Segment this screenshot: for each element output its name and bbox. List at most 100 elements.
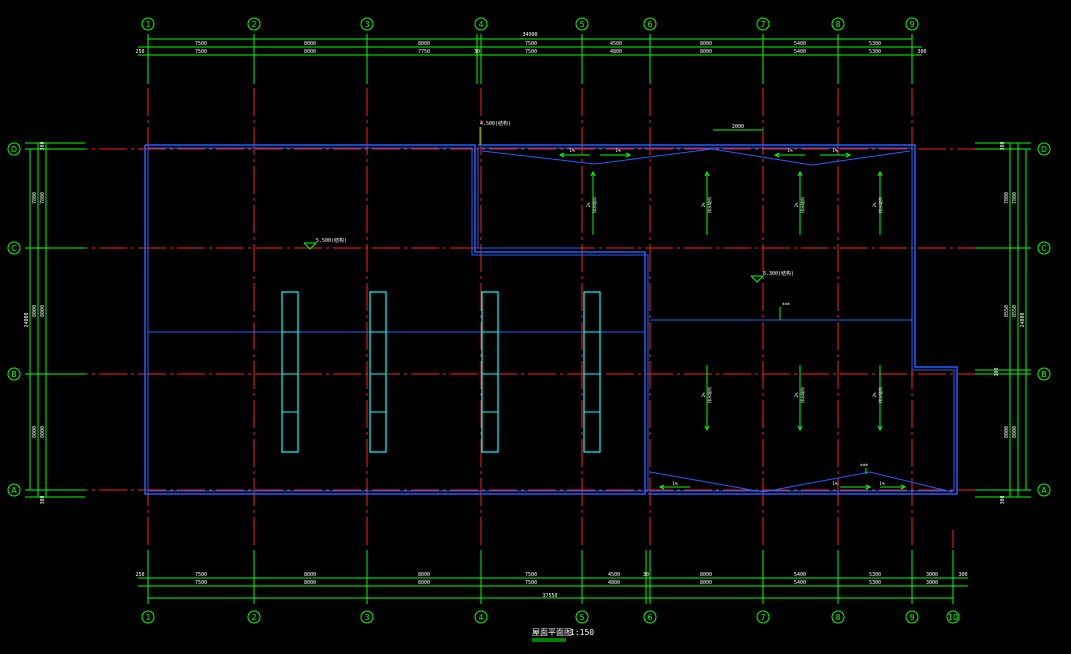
dim-top-r2-3: 7500 (525, 49, 537, 55)
slope-label-0: 1% (569, 148, 575, 154)
dim-right-end-top: 300 (1000, 141, 1006, 150)
dim-top-left-offset: 250 (135, 49, 144, 55)
bubble-top-7-circle (756, 17, 770, 31)
dim-bot-r2-7: 5300 (869, 580, 881, 586)
dim-right-r1-1: 8550 (1012, 305, 1018, 317)
bubble-top-1-circle (141, 17, 155, 31)
slope-v-label-0: 2% (586, 202, 591, 207)
bubble-left-A-label: A (11, 486, 17, 495)
bubble-bot-8-circle (831, 610, 845, 624)
roof-outline (144, 144, 958, 495)
dim-top-r1-5: 8000 (700, 41, 712, 47)
gutter-bottom (649, 471, 953, 493)
drain-label-4: 排水坡向 (706, 387, 712, 403)
bubble-left-A-circle (7, 483, 21, 497)
slope-label-6: 1% (879, 481, 885, 487)
bubble-right-C-label: C (1041, 244, 1047, 253)
dim-bot-left-offset: 250 (135, 572, 144, 578)
bubble-top-3-circle (360, 17, 374, 31)
slope-arrow-up-1-head (704, 170, 710, 177)
bubble-bot-3-circle (360, 610, 374, 624)
bubble-bot-1-circle (141, 610, 155, 624)
dim-left-end-top: 300 (40, 141, 46, 150)
bubble-bot-8-label: 8 (835, 613, 840, 622)
bubble-top-8-label: 8 (835, 20, 840, 29)
top-marker-label: 4.500(结构) (480, 120, 511, 127)
dim-left-r1-2: 8000 (32, 426, 38, 438)
bubble-bot-5-circle (575, 610, 589, 624)
outline-left-block (144, 144, 646, 495)
slope-arrow-up-3-head (877, 170, 883, 177)
bubble-top-6-circle (643, 17, 657, 31)
dim-top-r2-7: 5300 (869, 49, 881, 55)
dim-left-end-bot: 300 (40, 495, 46, 504)
slope-arrow-up-2-head (797, 170, 803, 177)
slope-label-1: 1% (615, 148, 621, 154)
bubble-top-5-circle (575, 17, 589, 31)
bottom-mark-label: ±±± (860, 463, 868, 468)
dim-bot-r2-2: 8000 (418, 580, 430, 586)
bubble-right-C-circle (1037, 241, 1051, 255)
drawing-title: 屋面平面图 (532, 628, 572, 637)
drain-label-0: 排水坡向 (591, 197, 597, 213)
bubble-left-D-circle (7, 142, 21, 156)
dim-right-r1-0: 7800 (1012, 192, 1018, 204)
dim-left-r2-0: 7800 (40, 192, 46, 204)
dim-bot-r1-3: 7500 (525, 572, 537, 578)
dim-bot-total: 37550 (542, 593, 557, 599)
slope-v-label-4: 2% (701, 392, 706, 397)
dim-bot-r2-5: 8000 (700, 580, 712, 586)
bubble-top-4-circle (474, 17, 488, 31)
dim-bot-r2-3: 7500 (525, 580, 537, 586)
dim-right-r2-0: 7800 (1004, 192, 1010, 204)
dim-top-r1-7: 5300 (869, 41, 881, 47)
bubble-bot-2-label: 2 (251, 613, 256, 622)
slope-marks (303, 127, 907, 490)
bubble-bot-10-circle (946, 610, 960, 624)
outline-right-block-inner (478, 147, 955, 492)
bubble-bot-4-circle (474, 610, 488, 624)
mid-mark-label: ±±± (782, 302, 790, 307)
bubble-top-3-label: 3 (364, 20, 369, 29)
drain-label-3: 排水坡向 (877, 197, 883, 213)
dim-top-r2-2: 7750 (418, 49, 430, 55)
skylight-1 (369, 291, 387, 453)
slope-v-label-3: 2% (872, 202, 877, 207)
bubble-top-5-label: 5 (579, 20, 584, 29)
drain-label-6: 排水坡向 (877, 387, 883, 403)
dim-bot-r1-1: 8000 (304, 572, 316, 578)
dimension-lines (25, 34, 1031, 604)
outline-right-block (478, 144, 958, 495)
drain-label-1: 排水坡向 (706, 197, 712, 213)
dim-bot-mid-small: 30 (643, 572, 649, 578)
dim-top-r2-1: 8000 (304, 49, 316, 55)
dim-bot-r1-7: 5300 (869, 572, 881, 578)
dim-right-small: 100 (994, 367, 1000, 376)
gutter-top (481, 148, 911, 166)
bubble-right-B-circle (1037, 367, 1051, 381)
drain-label-2: 排水坡向 (799, 197, 805, 213)
dim-top-right-offset: 300 (917, 49, 926, 55)
slope-arrow-t2-head (625, 152, 632, 158)
bubble-bot-7-circle (756, 610, 770, 624)
dim-bot-r1-6: 5400 (794, 572, 806, 578)
slope-v-label-1: 2% (701, 202, 706, 207)
dim-bot-right-offset: 300 (958, 572, 967, 578)
bubble-right-D-label: D (1041, 145, 1047, 154)
slope-arrow-t4-head (845, 152, 852, 158)
dim-right-end-bot: 300 (1000, 495, 1006, 504)
slope-arrow-t1-head (558, 152, 565, 158)
dim-top-r1-4: 4500 (610, 41, 622, 47)
dim-bot-r2-8: 3000 (926, 580, 938, 586)
outline-left-block-inner (147, 147, 649, 492)
dim-bot-r1-8: 3000 (926, 572, 938, 578)
dim-bot-r1-5: 8000 (700, 572, 712, 578)
bubble-bot-2-circle (247, 610, 261, 624)
skylights (281, 291, 601, 453)
bubble-top-7-label: 7 (760, 20, 765, 29)
dim-bot-r1-4: 4500 (608, 572, 620, 578)
dim-top-mid-small: 30 (474, 49, 480, 55)
dim-bot-r1-2: 8000 (418, 572, 430, 578)
slope-arrow-t3-head (773, 152, 780, 158)
